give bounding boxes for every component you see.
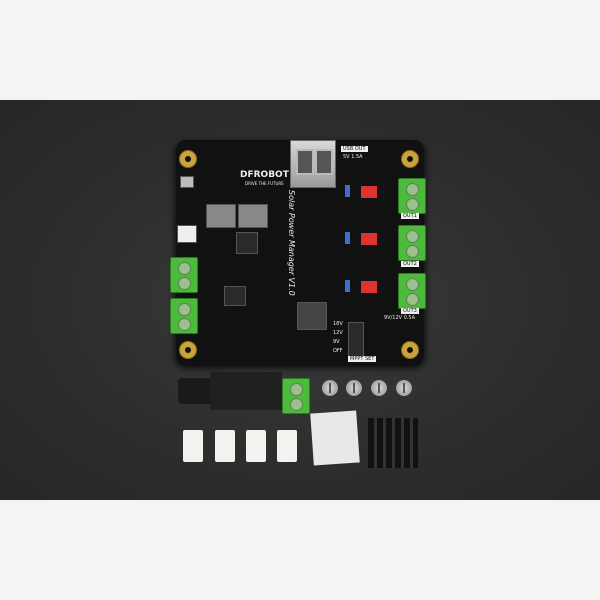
terminal-block — [398, 178, 426, 214]
mppt-option: 9V — [333, 339, 340, 345]
out3-label: OUT3 — [401, 308, 419, 314]
jumper — [345, 280, 350, 292]
thermal-tape — [310, 410, 360, 466]
screw — [371, 380, 387, 396]
screw — [396, 380, 412, 396]
mount-hole — [401, 150, 419, 168]
out2-label: OUT2 — [401, 261, 419, 267]
terminal-block — [398, 273, 426, 309]
mount-hole — [401, 341, 419, 359]
header — [361, 281, 377, 293]
heatsink — [368, 418, 418, 468]
terminal-block — [282, 378, 310, 414]
dc-jack-adapter — [178, 378, 212, 404]
dc-jack-body — [210, 372, 282, 410]
terminal-block — [398, 225, 426, 261]
mppt-option: 18V — [333, 321, 343, 327]
jumper — [345, 185, 350, 197]
micro-usb-port — [180, 176, 194, 188]
usb-label: USB OUT — [341, 146, 368, 152]
jumper — [345, 232, 350, 244]
screw — [346, 380, 362, 396]
nylon-spacer — [277, 430, 297, 462]
nylon-spacer — [183, 430, 203, 462]
nylon-spacer — [215, 430, 235, 462]
inductor — [224, 286, 246, 306]
inductor — [297, 302, 327, 330]
header — [361, 233, 377, 245]
out3-rating: 9V/12V 0.5A — [384, 315, 416, 321]
out1-label: OUT1 — [401, 213, 419, 219]
mppt-header — [348, 322, 364, 357]
brand-logo: DFROBOT — [240, 170, 289, 180]
mppt-label: MPPT SET — [348, 356, 377, 362]
board-title: Solar Power Manager V1.0 — [287, 190, 296, 296]
terminal-block — [170, 257, 198, 293]
usb-rating: 5V 1.5A — [343, 154, 363, 160]
inductor — [236, 232, 258, 254]
battery-connector — [177, 225, 197, 243]
button — [206, 204, 236, 228]
terminal-block — [170, 298, 198, 334]
mppt-option: OFF — [333, 348, 343, 354]
screw — [322, 380, 338, 396]
mount-hole — [179, 341, 197, 359]
brand-tagline: DRIVE THE FUTURE — [245, 181, 284, 186]
mount-hole — [179, 150, 197, 168]
mppt-option: 12V — [333, 330, 343, 336]
usb-port — [290, 140, 336, 188]
button — [238, 204, 268, 228]
nylon-spacer — [246, 430, 266, 462]
header — [361, 186, 377, 198]
